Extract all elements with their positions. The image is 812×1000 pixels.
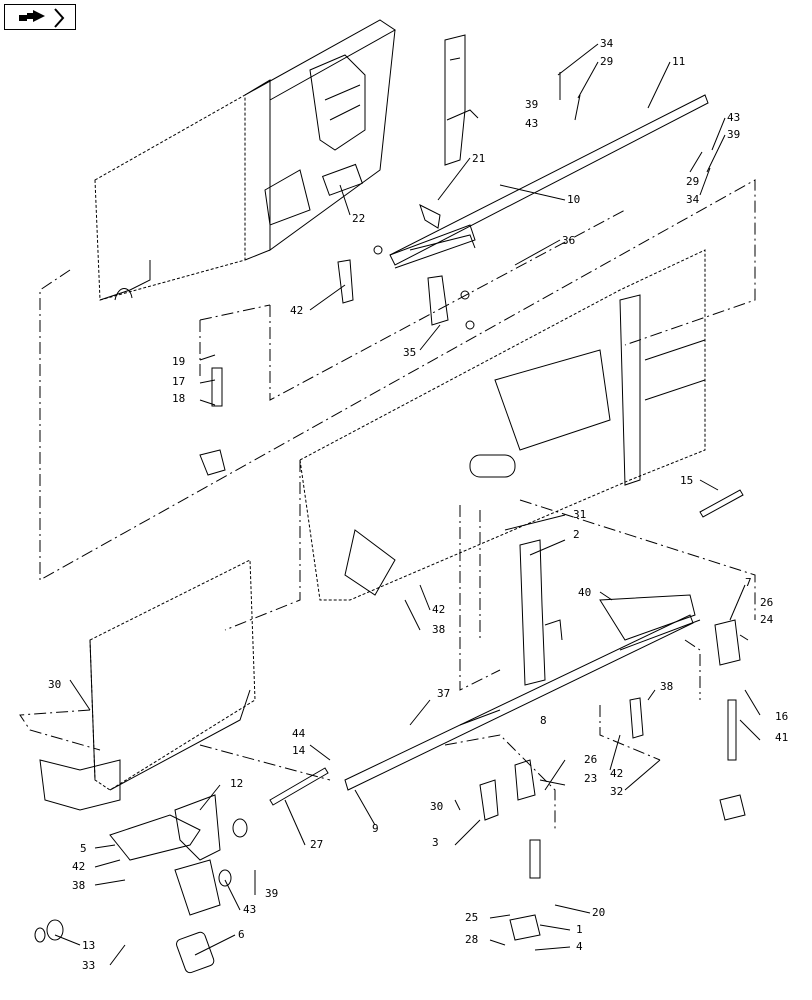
- callout-40: 40: [578, 586, 591, 599]
- lower-brackets: [199, 449, 746, 941]
- callout-leader-lines: [54, 43, 761, 966]
- callout-20: 20: [592, 906, 605, 919]
- callout-38-middle: 38: [432, 623, 445, 636]
- callout-36: 36: [562, 234, 575, 247]
- callout-1: 1: [576, 923, 583, 936]
- callout-11: 11: [672, 55, 685, 68]
- upper-post: [444, 34, 479, 166]
- callout-39-lower: 39: [265, 887, 278, 900]
- callout-17: 17: [172, 375, 185, 388]
- lower-rail: [344, 594, 701, 791]
- callout-19: 19: [172, 355, 185, 368]
- lower-mount: [34, 794, 248, 974]
- assembly-guide-lines: [19, 179, 756, 830]
- callout-34-upper: 34: [600, 37, 614, 50]
- callout-4: 4: [576, 940, 583, 953]
- callout-7: 7: [745, 576, 752, 589]
- callout-39-upper-left: 39: [525, 98, 538, 111]
- callout-2: 2: [573, 528, 580, 541]
- callout-21: 21: [472, 152, 485, 165]
- upper-frame-section: [94, 19, 396, 301]
- callout-31: 31: [573, 508, 586, 521]
- callout-33: 33: [82, 959, 95, 972]
- callout-43-upper-right: 43: [727, 111, 740, 124]
- callout-30-lower: 30: [430, 800, 443, 813]
- callout-10: 10: [567, 193, 580, 206]
- callout-9: 9: [372, 822, 379, 835]
- callout-15: 15: [680, 474, 693, 487]
- callout-30-left: 30: [48, 678, 61, 691]
- lower-post: [519, 539, 563, 686]
- callout-35: 35: [403, 346, 416, 359]
- upper-rail: [389, 94, 709, 269]
- callout-26-right: 26: [760, 596, 773, 609]
- callout-38-right: 38: [660, 680, 673, 693]
- callout-43-upper-left: 43: [525, 117, 538, 130]
- pins-and-rods: [211, 367, 744, 879]
- callout-42-lower-right: 42: [610, 767, 623, 780]
- callout-12: 12: [230, 777, 243, 790]
- callout-43-lower: 43: [243, 903, 256, 916]
- callout-labels: 34 29 11 39 43 43 39 29 34 21 10 22 36 4…: [48, 37, 788, 972]
- callout-13: 13: [82, 939, 95, 952]
- callout-5: 5: [80, 842, 87, 855]
- callout-44: 44: [292, 727, 306, 740]
- callout-23: 23: [584, 772, 597, 785]
- callout-39-upper-right: 39: [727, 128, 740, 141]
- next-page-arrow-icon: [19, 8, 65, 28]
- callout-26-lower: 26: [584, 753, 597, 766]
- upper-brackets: [337, 245, 475, 330]
- callout-28: 28: [465, 933, 478, 946]
- callout-34-right: 34: [686, 193, 700, 206]
- callout-42-middle: 42: [432, 603, 445, 616]
- callout-37: 37: [437, 687, 450, 700]
- callout-42-lower-left: 42: [72, 860, 85, 873]
- callout-6: 6: [238, 928, 245, 941]
- callout-29-upper: 29: [600, 55, 613, 68]
- callout-38-lower-left: 38: [72, 879, 85, 892]
- callout-24: 24: [760, 613, 774, 626]
- lower-frame-section: [39, 559, 256, 811]
- callout-14: 14: [292, 744, 306, 757]
- callout-41: 41: [775, 731, 788, 744]
- callout-25: 25: [465, 911, 478, 924]
- callout-29-right: 29: [686, 175, 699, 188]
- callout-8: 8: [540, 714, 547, 727]
- next-page-button[interactable]: [4, 4, 76, 30]
- callout-18: 18: [172, 392, 185, 405]
- callout-32: 32: [610, 785, 623, 798]
- callout-27: 27: [310, 838, 323, 851]
- middle-frame-section: [299, 249, 706, 601]
- callout-3: 3: [432, 836, 439, 849]
- callout-16: 16: [775, 710, 788, 723]
- callout-22: 22: [352, 212, 365, 225]
- callout-42-upper: 42: [290, 304, 303, 317]
